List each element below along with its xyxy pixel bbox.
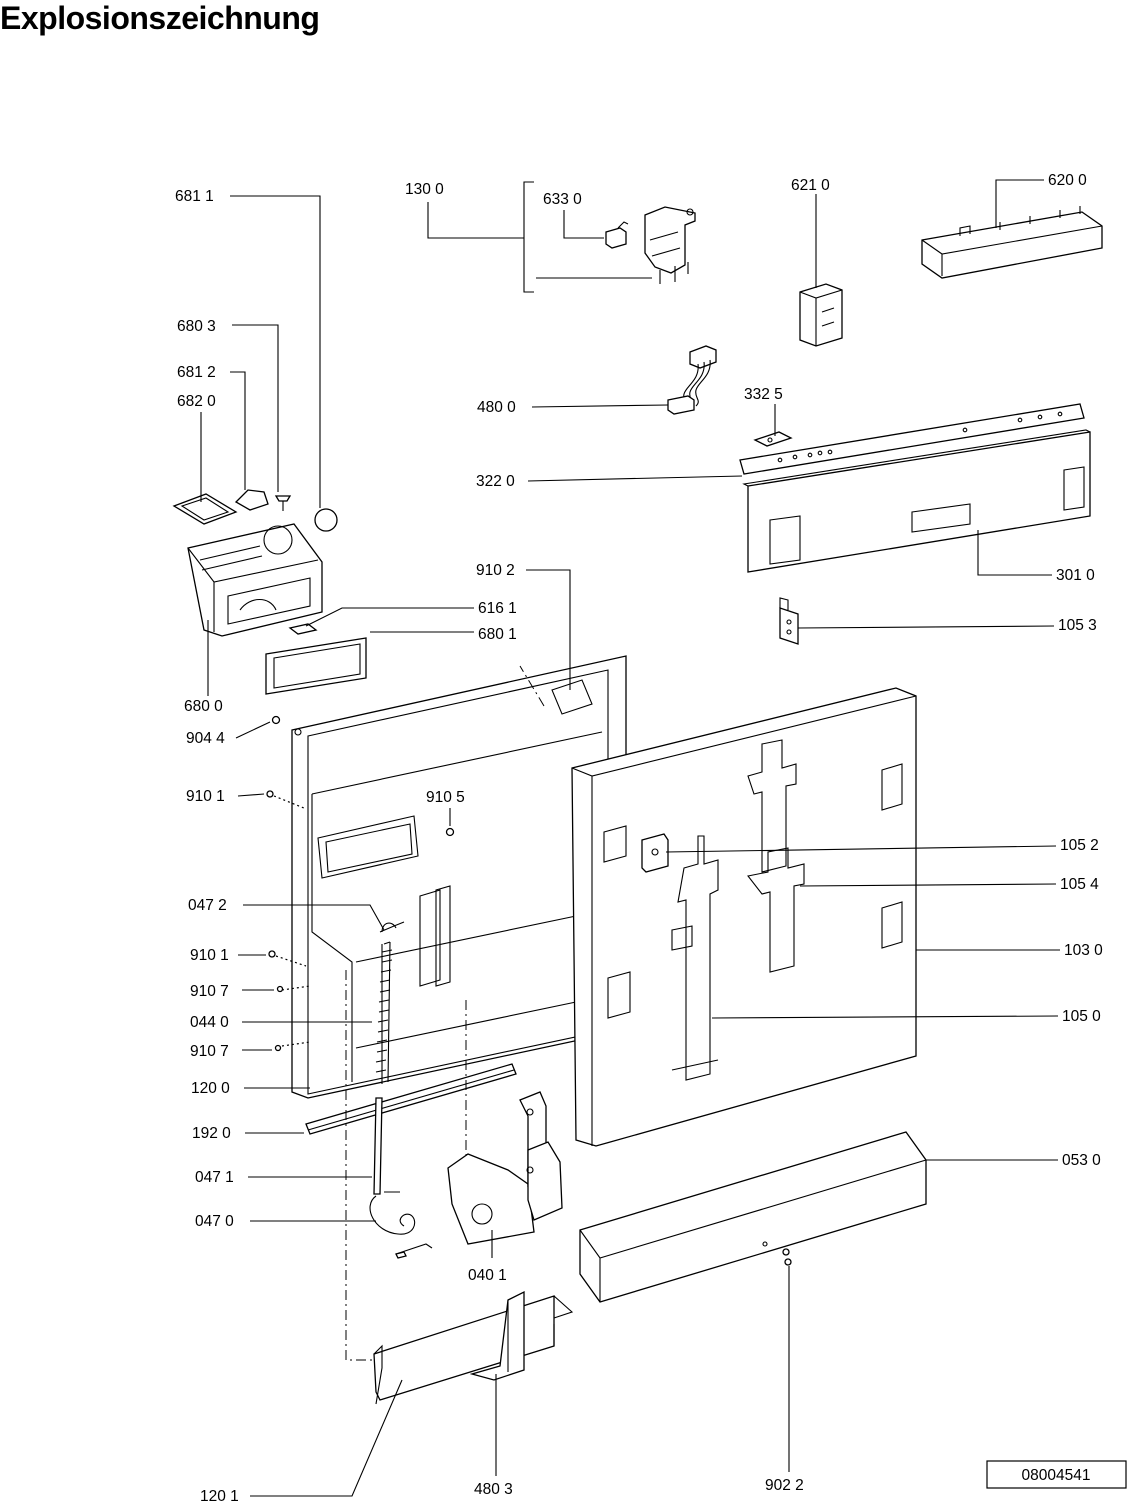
part-drawings [172,206,1103,1405]
cable-harness-480 [667,345,717,415]
page-title: Explosionszeichnung [0,0,320,36]
label-910-1a: 910 1 [186,788,225,805]
cord-047-0 [369,1191,433,1259]
label-480-0: 480 0 [477,399,516,416]
label-040-1: 040 1 [468,1267,507,1284]
drawing-number-box: 08004541 [986,1460,1127,1489]
lower-panel-120-1 [373,1295,574,1405]
label-120-1: 120 1 [200,1488,239,1502]
spring-044 [375,941,393,1084]
label-480-3: 480 3 [474,1481,513,1498]
label-105-4: 105 4 [1060,876,1099,893]
label-620-0: 620 0 [1048,172,1087,189]
screw-902-2b [784,1258,792,1266]
bottom-trim-053 [579,1131,927,1303]
screw-680-3 [274,495,292,511]
screw-904-4 [271,715,281,725]
clip-633 [605,221,629,249]
bracket-105-3 [779,597,799,645]
label-680-1: 680 1 [478,626,517,643]
label-105-0: 105 0 [1062,1008,1101,1025]
label-105-3: 105 3 [1058,617,1097,634]
rail-192 [305,1063,517,1135]
control-board-620 [921,206,1103,279]
foot-bracket-480-3 [469,1290,525,1381]
label-910-2: 910 2 [476,562,515,579]
label-681-1: 681 1 [175,188,214,205]
label-044-0: 044 0 [190,1014,229,1031]
label-680-0: 680 0 [184,698,223,715]
drawing-number: 08004541 [1022,1467,1091,1484]
label-047-0: 047 0 [195,1213,234,1230]
leader-lines [200,179,1060,1497]
fascia-301 [742,429,1091,573]
label-047-2: 047 2 [188,897,227,914]
label-902-2: 902 2 [765,1477,804,1494]
label-332-5: 332 5 [744,386,783,403]
label-621-0: 621 0 [791,177,830,194]
dispenser-680 [187,523,323,637]
label-910-7b: 910 7 [190,1043,229,1060]
label-910-1b: 910 1 [190,947,229,964]
label-616-1: 616 1 [478,600,517,617]
hook-047-2 [379,921,405,933]
screw-910-7a [276,985,284,993]
label-681-2: 681 2 [177,364,216,381]
label-682-0: 682 0 [177,393,216,410]
outer-door-103 [571,687,917,1147]
gasket-682 [172,493,238,525]
label-130-0: 130 0 [405,181,444,198]
seal-680-1 [265,637,367,695]
screw-902-2a [782,1248,790,1256]
label-322-0: 322 0 [476,473,515,490]
label-192-0: 192 0 [192,1125,231,1142]
control-panel-322 [739,403,1085,475]
label-680-3: 680 3 [177,318,216,335]
screw-910-5 [445,827,455,837]
rod-047-1 [373,1097,383,1195]
label-053-0: 053 0 [1062,1152,1101,1169]
hinge-040 [447,1091,563,1245]
label-120-0: 120 0 [191,1080,230,1097]
screw-910-7b [274,1044,282,1052]
screw-910-1a [266,790,274,798]
cap-681-2 [234,489,269,511]
label-047-1: 047 1 [195,1169,234,1186]
label-301-0: 301 0 [1056,567,1095,584]
switch-621 [799,283,843,347]
label-103-0: 103 0 [1064,942,1103,959]
screw-910-1b [268,950,276,958]
label-904-4: 904 4 [186,730,225,747]
label-105-2: 105 2 [1060,837,1099,854]
part-labels: 681 1 130 0 633 0 621 0 620 0 680 3 681 … [175,172,1103,1502]
label-910-5: 910 5 [426,789,465,806]
label-910-7a: 910 7 [190,983,229,1000]
label-633-0: 633 0 [543,191,582,208]
door-lock-130 [644,206,696,284]
bracket-332 [753,431,793,447]
clip-616 [288,623,318,635]
ball-681-1 [314,508,338,532]
